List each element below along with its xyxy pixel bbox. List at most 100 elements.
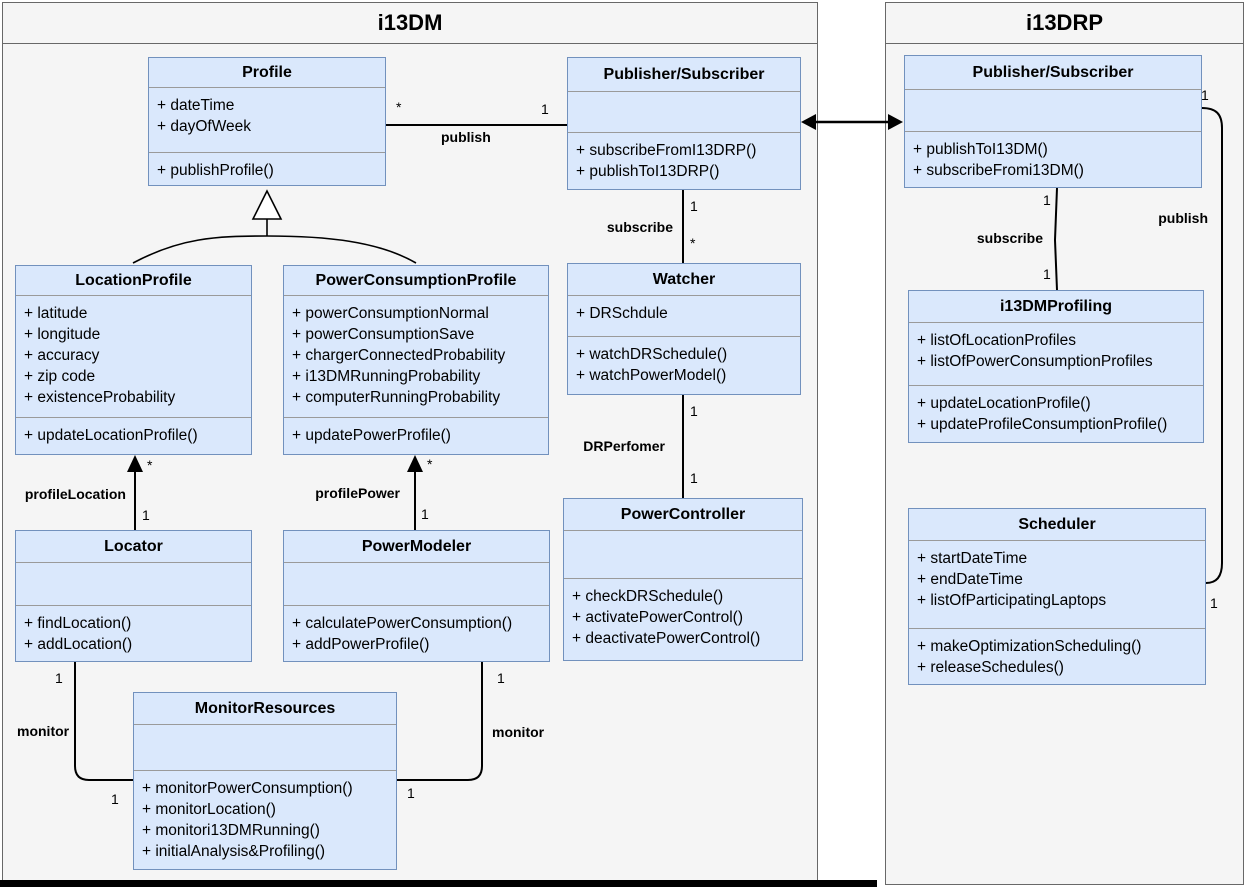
edge-label-subscribe-i13drp: subscribe bbox=[976, 230, 1043, 246]
class-location-profile[interactable]: LocationProfile + latitude + longitude +… bbox=[15, 265, 252, 455]
class-i13dm-profiling[interactable]: i13DMProfiling + listOfLocationProfiles … bbox=[908, 290, 1204, 443]
attribute-row: + dayOfWeek bbox=[157, 118, 252, 135]
operations-section: + subscribeFromI13DRP() + publishToI13DR… bbox=[568, 133, 800, 189]
class-power-consumption-profile[interactable]: PowerConsumptionProfile + powerConsumpti… bbox=[283, 265, 549, 455]
attributes-section: + dateTime + dayOfWeek bbox=[149, 88, 385, 153]
edge-label-publish-i13dm: publish bbox=[441, 129, 491, 145]
operations-section: + findLocation() + addLocation() bbox=[16, 606, 251, 661]
multiplicity: 1 bbox=[1043, 192, 1051, 208]
operation-row: + watchDRSchedule() bbox=[576, 346, 728, 363]
class-watcher[interactable]: Watcher + DRSchdule + watchDRSchedule() … bbox=[567, 263, 801, 395]
package-title-i13drp: i13DRP bbox=[886, 3, 1243, 44]
class-locator[interactable]: Locator + findLocation() + addLocation() bbox=[15, 530, 252, 662]
multiplicity: 1 bbox=[1043, 266, 1051, 282]
operation-row: + addLocation() bbox=[24, 636, 133, 653]
class-title: PowerConsumptionProfile bbox=[284, 266, 548, 296]
class-title: Publisher/Subscriber bbox=[905, 56, 1201, 90]
window-edge-bar bbox=[0, 880, 877, 887]
operation-row: + publishProfile() bbox=[157, 162, 274, 179]
attribute-row: + listOfLocationProfiles bbox=[917, 332, 1076, 349]
operations-section: + updateLocationProfile() bbox=[16, 418, 251, 454]
edge-label-monitor-left: monitor bbox=[17, 723, 70, 739]
operations-section: + publishProfile() bbox=[149, 153, 385, 185]
attribute-row: + dateTime bbox=[157, 97, 235, 114]
attributes-section: + listOfLocationProfiles + listOfPowerCo… bbox=[909, 323, 1203, 386]
attribute-row: + powerConsumptionNormal bbox=[292, 305, 489, 322]
edge-label-profile-power: profilePower bbox=[315, 485, 400, 501]
attribute-row: + chargerConnectedProbability bbox=[292, 347, 506, 364]
operations-section: + checkDRSchedule() + activatePowerContr… bbox=[564, 579, 802, 660]
class-power-controller[interactable]: PowerController + checkDRSchedule() + ac… bbox=[563, 498, 803, 661]
class-profile[interactable]: Profile + dateTime + dayOfWeek + publish… bbox=[148, 57, 386, 186]
operation-row: + deactivatePowerControl() bbox=[572, 630, 761, 647]
class-title: Scheduler bbox=[909, 509, 1205, 541]
attribute-row: + DRSchdule bbox=[576, 305, 668, 322]
operation-row: + checkDRSchedule() bbox=[572, 588, 724, 605]
attributes-section: + latitude + longitude + accuracy + zip … bbox=[16, 296, 251, 418]
class-title: Watcher bbox=[568, 264, 800, 296]
operation-row: + monitorLocation() bbox=[142, 801, 276, 818]
operation-row: + publishToI13DM() bbox=[913, 141, 1048, 158]
multiplicity: 1 bbox=[541, 101, 549, 117]
operation-row: + monitori13DMRunning() bbox=[142, 822, 320, 839]
attribute-row: + computerRunningProbability bbox=[292, 389, 501, 406]
multiplicity: 1 bbox=[1201, 87, 1209, 103]
operation-row: + monitorPowerConsumption() bbox=[142, 780, 353, 797]
operation-row: + updateLocationProfile() bbox=[24, 427, 198, 444]
multiplicity: 1 bbox=[407, 785, 415, 801]
multiplicity: 1 bbox=[421, 506, 429, 522]
class-title: LocationProfile bbox=[16, 266, 251, 296]
attribute-row: + endDateTime bbox=[917, 571, 1023, 588]
attribute-row: + existenceProbability bbox=[24, 389, 176, 406]
class-monitor-resources[interactable]: MonitorResources + monitorPowerConsumpti… bbox=[133, 692, 397, 870]
attributes-section: + DRSchdule bbox=[568, 296, 800, 337]
operation-row: + updatePowerProfile() bbox=[292, 427, 451, 444]
multiplicity: 1 bbox=[497, 670, 505, 686]
class-title: PowerController bbox=[564, 499, 802, 531]
operations-section: + calculatePowerConsumption() + addPower… bbox=[284, 606, 549, 661]
attribute-row: + zip code bbox=[24, 368, 96, 385]
edge-label-profile-location: profileLocation bbox=[24, 486, 126, 502]
class-scheduler[interactable]: Scheduler + startDateTime + endDateTime … bbox=[908, 508, 1206, 685]
operations-section: + updateLocationProfile() + updateProfil… bbox=[909, 386, 1203, 442]
class-title: Publisher/Subscriber bbox=[568, 58, 800, 92]
operation-row: + activatePowerControl() bbox=[572, 609, 743, 626]
multiplicity: 1 bbox=[142, 507, 150, 523]
class-power-modeler[interactable]: PowerModeler + calculatePowerConsumption… bbox=[283, 530, 550, 662]
attributes-section bbox=[134, 725, 396, 771]
attribute-row: + listOfPowerConsumptionProfiles bbox=[917, 353, 1153, 370]
attribute-row: + latitude bbox=[24, 305, 88, 322]
operation-row: + findLocation() bbox=[24, 615, 132, 632]
multiplicity: * bbox=[690, 235, 696, 251]
multiplicity: 1 bbox=[690, 403, 698, 419]
attribute-row: + powerConsumptionSave bbox=[292, 326, 475, 343]
class-title: MonitorResources bbox=[134, 693, 396, 725]
attribute-row: + accuracy bbox=[24, 347, 100, 364]
class-title: Profile bbox=[149, 58, 385, 88]
attributes-section bbox=[905, 90, 1201, 132]
attribute-row: + i13DMRunningProbability bbox=[292, 368, 481, 385]
multiplicity: 1 bbox=[55, 670, 63, 686]
multiplicity: 1 bbox=[690, 198, 698, 214]
edge-label-drperformer: DRPerfomer bbox=[583, 438, 665, 454]
operation-row: + updateProfileConsumptionProfile() bbox=[917, 416, 1168, 433]
multiplicity: 1 bbox=[1210, 595, 1218, 611]
class-publisher-subscriber-i13dm[interactable]: Publisher/Subscriber + subscribeFromI13D… bbox=[567, 57, 801, 190]
operations-section: + makeOptimizationScheduling() + release… bbox=[909, 629, 1205, 684]
multiplicity: 1 bbox=[690, 470, 698, 486]
attributes-section bbox=[284, 563, 549, 606]
operation-row: + publishToI13DRP() bbox=[576, 163, 720, 180]
attribute-row: + startDateTime bbox=[917, 550, 1028, 567]
class-publisher-subscriber-i13drp[interactable]: Publisher/Subscriber + publishToI13DM() … bbox=[904, 55, 1202, 188]
edge-label-monitor-right: monitor bbox=[492, 724, 545, 740]
operations-section: + watchDRSchedule() + watchPowerModel() bbox=[568, 337, 800, 394]
class-title: PowerModeler bbox=[284, 531, 549, 563]
operation-row: + makeOptimizationScheduling() bbox=[917, 638, 1142, 655]
operations-section: + publishToI13DM() + subscribeFromi13DM(… bbox=[905, 132, 1201, 187]
operations-section: + updatePowerProfile() bbox=[284, 418, 548, 454]
class-title: i13DMProfiling bbox=[909, 291, 1203, 323]
operation-row: + addPowerProfile() bbox=[292, 636, 430, 653]
operation-row: + subscribeFromi13DM() bbox=[913, 162, 1084, 179]
edge-label-publish-i13drp: publish bbox=[1158, 210, 1208, 226]
attributes-section bbox=[564, 531, 802, 579]
